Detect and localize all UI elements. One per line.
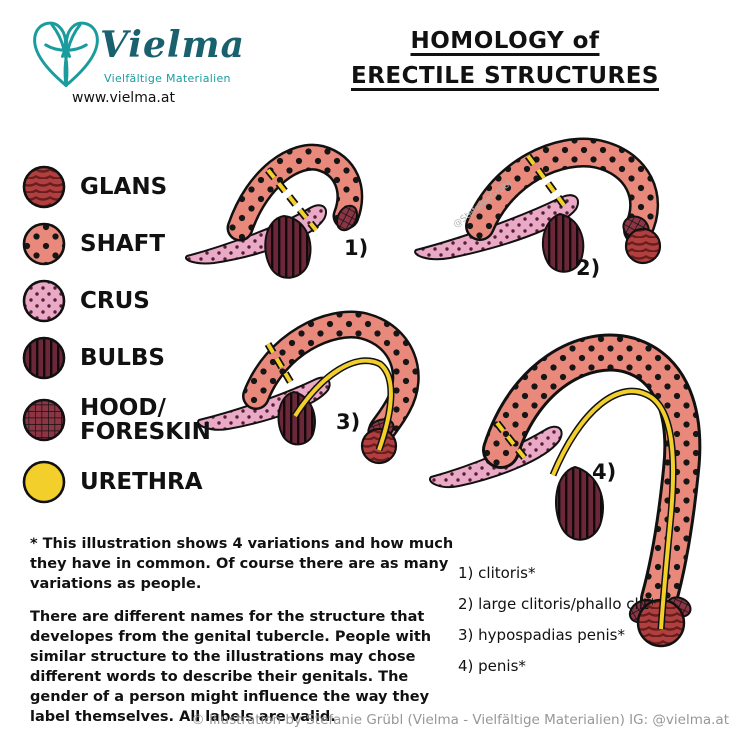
label-penis: 4) penis* [458,657,526,675]
shaft-pattern-swatch [22,222,66,266]
figure-3-hypospadias-penis-illustration [197,310,420,465]
urethra-cut-mark [266,168,318,232]
legend-label-bulbs: BULBS [80,344,165,371]
figure-2-number: 2) [576,256,601,280]
brand-tagline: Vielfältige Materialien [104,72,231,85]
title-line-1: HOMOLOGY of [410,28,600,54]
glans-pattern-swatch [22,165,66,209]
legend-row-shaft: SHAFT [22,222,211,266]
legend-row-hood-foreskin: HOOD/ FORESKIN [22,394,211,446]
hood-foreskin-pattern-swatch [22,398,66,442]
legend-label-hood-foreskin: HOOD/ FORESKIN [80,394,211,445]
bulb-shape [541,212,585,273]
legend-row-urethra: URETHRA [22,460,211,504]
figure-labels-list: 1) clitoris* 2) large clitoris/phallo cl… [458,564,656,688]
glans-shape [624,227,662,265]
figure-4-number: 4) [592,460,617,484]
urethra-cut-mark [266,342,296,390]
figure-1-number: 1) [344,236,369,260]
urethra-line [293,358,393,451]
shaft-shape [229,146,361,239]
copyright-line: © Illustration by Stefanie Grübl (Vielma… [191,712,729,728]
note-paragraph-2: There are different names for the struct… [30,609,432,725]
legend-row-glans: GLANS [22,165,211,209]
legend-label-glans: GLANS [80,173,168,200]
page-title: HOMOLOGY of ERECTILE STRUCTURES [335,24,675,93]
shaft-shape [467,140,657,243]
brand-website: www.vielma.at [72,90,175,106]
label-large-clitoris: 2) large clitoris/phallo clit* [458,595,657,613]
brand-name: Vielma [100,24,245,66]
urethra-swatch [22,460,66,504]
legend-label-crus: CRUS [80,287,150,314]
crus-shape [414,194,579,261]
label-hypospadias-penis: 3) hypospadias penis* [458,626,625,644]
legend-label-shaft: SHAFT [80,230,166,257]
urethra-line [551,389,676,630]
bulbs-pattern-swatch [22,336,66,380]
figure-2-large-clitoris-illustration: @StefanieGrübl [414,137,662,273]
figure-3-number: 3) [336,410,361,434]
figure-4-penis-illustration [428,333,702,648]
legend-row-crus: CRUS [22,279,211,323]
legend: GLANS SHAFT CRUS BULBS HOOD/ FORESKIN UR… [22,165,211,518]
figure-1-clitoris-illustration [184,143,364,279]
hood-tip-shape [335,204,359,232]
bulb-shape [555,465,605,541]
legend-label-urethra: URETHRA [80,468,203,495]
shaft-shape [485,336,699,615]
urethra-cut-mark [495,421,529,463]
legend-row-bulbs: BULBS [22,336,211,380]
bulb-shape [264,214,312,279]
note-paragraph-1: * This illustration shows 4 variations a… [30,536,454,592]
title-line-2: ERECTILE STRUCTURES [350,62,659,89]
vielma-heart-logo-icon [33,21,99,87]
notes-block: * This illustration shows 4 variations a… [30,534,468,740]
label-clitoris: 1) clitoris* [458,564,536,582]
urethra-cut-mark [526,154,568,210]
crus-pattern-swatch [22,279,66,323]
